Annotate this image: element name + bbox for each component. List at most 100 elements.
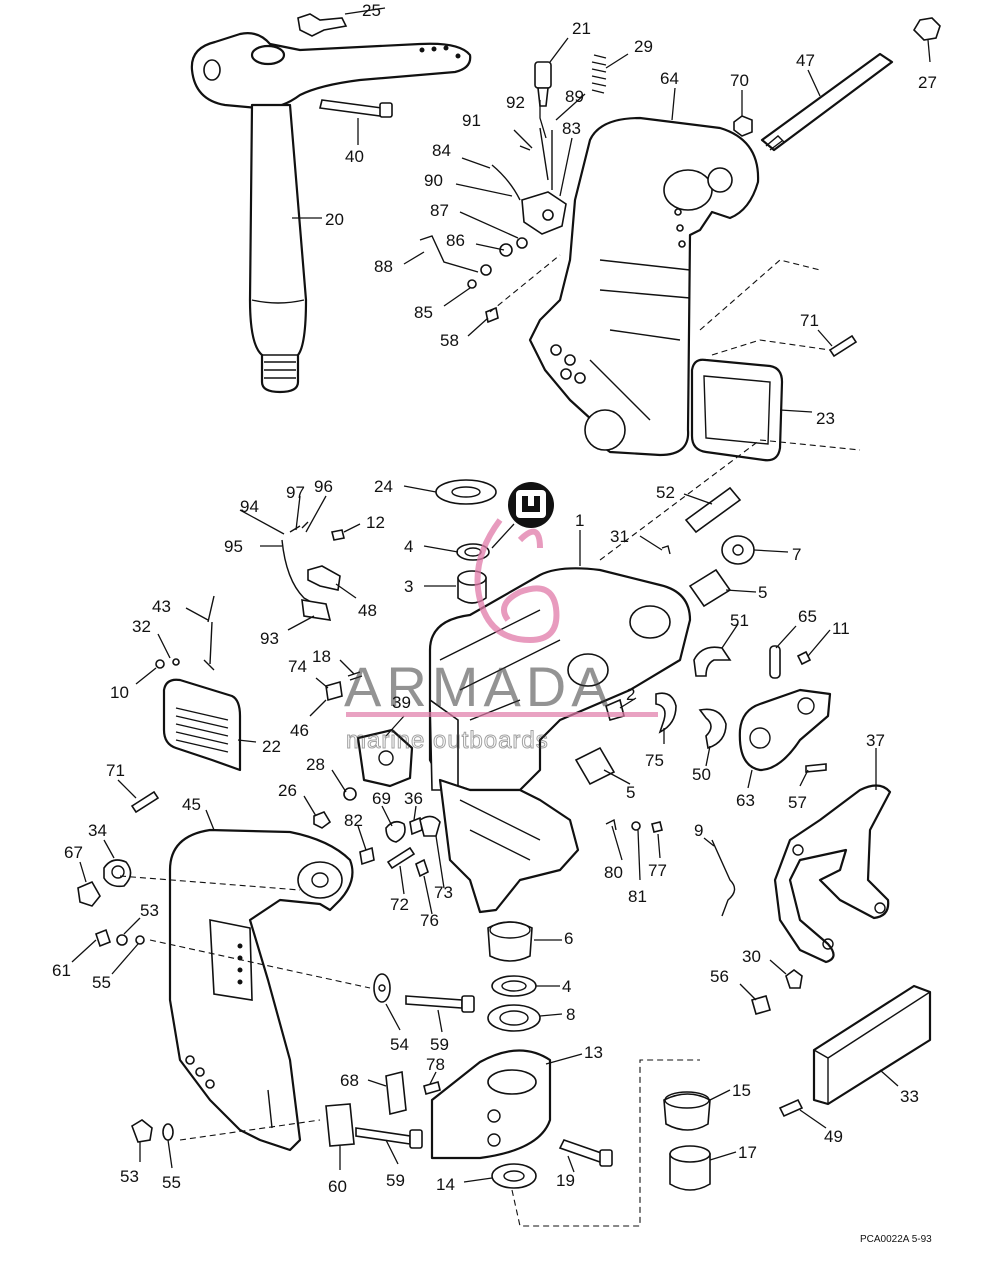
callout-7: 7 <box>792 545 801 564</box>
seal-part-8 <box>487 1004 541 1032</box>
screw-part-57 <box>805 763 827 773</box>
callout-18: 18 <box>312 647 331 666</box>
washer-part-24 <box>435 479 497 505</box>
guide-line <box>489 254 561 313</box>
nut-part-70 <box>733 115 753 137</box>
callout-31: 31 <box>610 527 629 546</box>
callout-30: 30 <box>742 947 761 966</box>
small-parts-53-55-bottom <box>131 1119 174 1143</box>
callout-3: 3 <box>404 577 413 596</box>
guide-line <box>511 1059 700 1227</box>
callout-63: 63 <box>736 791 755 810</box>
callout-96: 96 <box>314 477 333 496</box>
callout-26: 26 <box>278 781 297 800</box>
callout-labels: 25 20 40 21 29 92 89 91 83 84 90 87 86 8… <box>52 1 937 1196</box>
callout-86: 86 <box>446 231 465 250</box>
callout-50: 50 <box>692 765 711 784</box>
callout-75: 75 <box>645 751 664 770</box>
cover-part-22 <box>162 678 242 772</box>
callout-55-bottom: 55 <box>162 1173 181 1192</box>
lock-assembly-part-83 <box>491 127 567 235</box>
watermark-brand: ARMADA <box>344 655 614 718</box>
watermark-logo <box>346 518 658 717</box>
pins-parts-46-74-18 <box>325 671 363 702</box>
callout-55-left: 55 <box>92 973 111 992</box>
callout-95: 95 <box>224 537 243 556</box>
clip-part-31 <box>661 545 671 555</box>
callout-53-bottom: 53 <box>120 1167 139 1186</box>
callout-48: 48 <box>358 601 377 620</box>
screw-part-71-top <box>828 334 858 358</box>
screw-parts-10-32 <box>155 658 180 669</box>
bolt-part-40 <box>319 99 393 118</box>
callout-77: 77 <box>648 861 667 880</box>
pin-part-21 <box>534 61 552 107</box>
small-parts-26-28 <box>313 787 357 829</box>
screw-part-11 <box>796 650 812 666</box>
callout-80: 80 <box>604 863 623 882</box>
guide-line <box>711 339 831 356</box>
callout-71-left: 71 <box>106 761 125 780</box>
callout-19: 19 <box>556 1171 575 1190</box>
plate-part-23 <box>690 358 784 462</box>
spring-part-29 <box>591 54 607 94</box>
callout-5-mid: 5 <box>626 783 635 802</box>
callout-70: 70 <box>730 71 749 90</box>
callout-34: 34 <box>88 821 107 840</box>
callout-24: 24 <box>374 477 393 496</box>
callout-11: 11 <box>832 619 850 638</box>
callout-8: 8 <box>566 1005 575 1024</box>
callout-32: 32 <box>132 617 151 636</box>
washer-part-4-lower <box>491 975 537 997</box>
bushing-part-5-mid <box>574 746 616 786</box>
callout-37: 37 <box>866 731 885 750</box>
callout-49: 49 <box>824 1127 843 1146</box>
screw-part-49 <box>778 1098 804 1118</box>
callout-67: 67 <box>64 843 83 862</box>
callout-71-top: 71 <box>800 311 819 330</box>
callout-93: 93 <box>260 629 279 648</box>
callout-10: 10 <box>110 683 129 702</box>
callout-65: 65 <box>798 607 817 626</box>
callout-22: 22 <box>262 737 281 756</box>
callout-64: 64 <box>660 69 679 88</box>
nuts-parts-34-67 <box>77 859 132 907</box>
callout-82: 82 <box>344 811 363 830</box>
callout-73: 73 <box>434 883 453 902</box>
screw-part-56 <box>751 995 771 1015</box>
tilt-lever-part-63 <box>738 688 832 772</box>
steering-arm <box>190 32 472 110</box>
callout-89: 89 <box>565 87 584 106</box>
watermark-tagline: marine outboards <box>346 727 549 754</box>
housing-part-13 <box>430 1049 552 1160</box>
bolt-parts-72-73-76 <box>386 815 441 878</box>
screw-part-78 <box>423 1081 441 1095</box>
callout-59-upper: 59 <box>430 1035 449 1054</box>
pivot-bracket-lower <box>438 778 580 914</box>
callout-83: 83 <box>562 119 581 138</box>
bearing-parts-50-51-75 <box>655 646 732 750</box>
callout-17: 17 <box>738 1143 757 1162</box>
drawing-code: PCA0022A 5-93 <box>860 1234 932 1245</box>
nut-part-27 <box>912 17 941 41</box>
callout-61: 61 <box>52 961 71 980</box>
callout-52: 52 <box>656 483 675 502</box>
callout-33: 33 <box>900 1087 919 1106</box>
callout-15: 15 <box>732 1081 751 1100</box>
leader-lines <box>71 7 931 1183</box>
pin-part-52 <box>684 486 742 534</box>
callout-5-top: 5 <box>758 583 767 602</box>
callout-39: 39 <box>392 693 411 712</box>
callout-6: 6 <box>564 929 573 948</box>
callout-85: 85 <box>414 303 433 322</box>
guide-line <box>699 259 821 331</box>
bushing-part-17 <box>669 1145 711 1191</box>
callout-91: 91 <box>462 111 481 130</box>
tilt-tube <box>760 52 894 152</box>
callout-58: 58 <box>440 331 459 350</box>
nut-part-14 <box>491 1163 537 1189</box>
screw-part-71-left <box>130 790 160 814</box>
callout-87: 87 <box>430 201 449 220</box>
